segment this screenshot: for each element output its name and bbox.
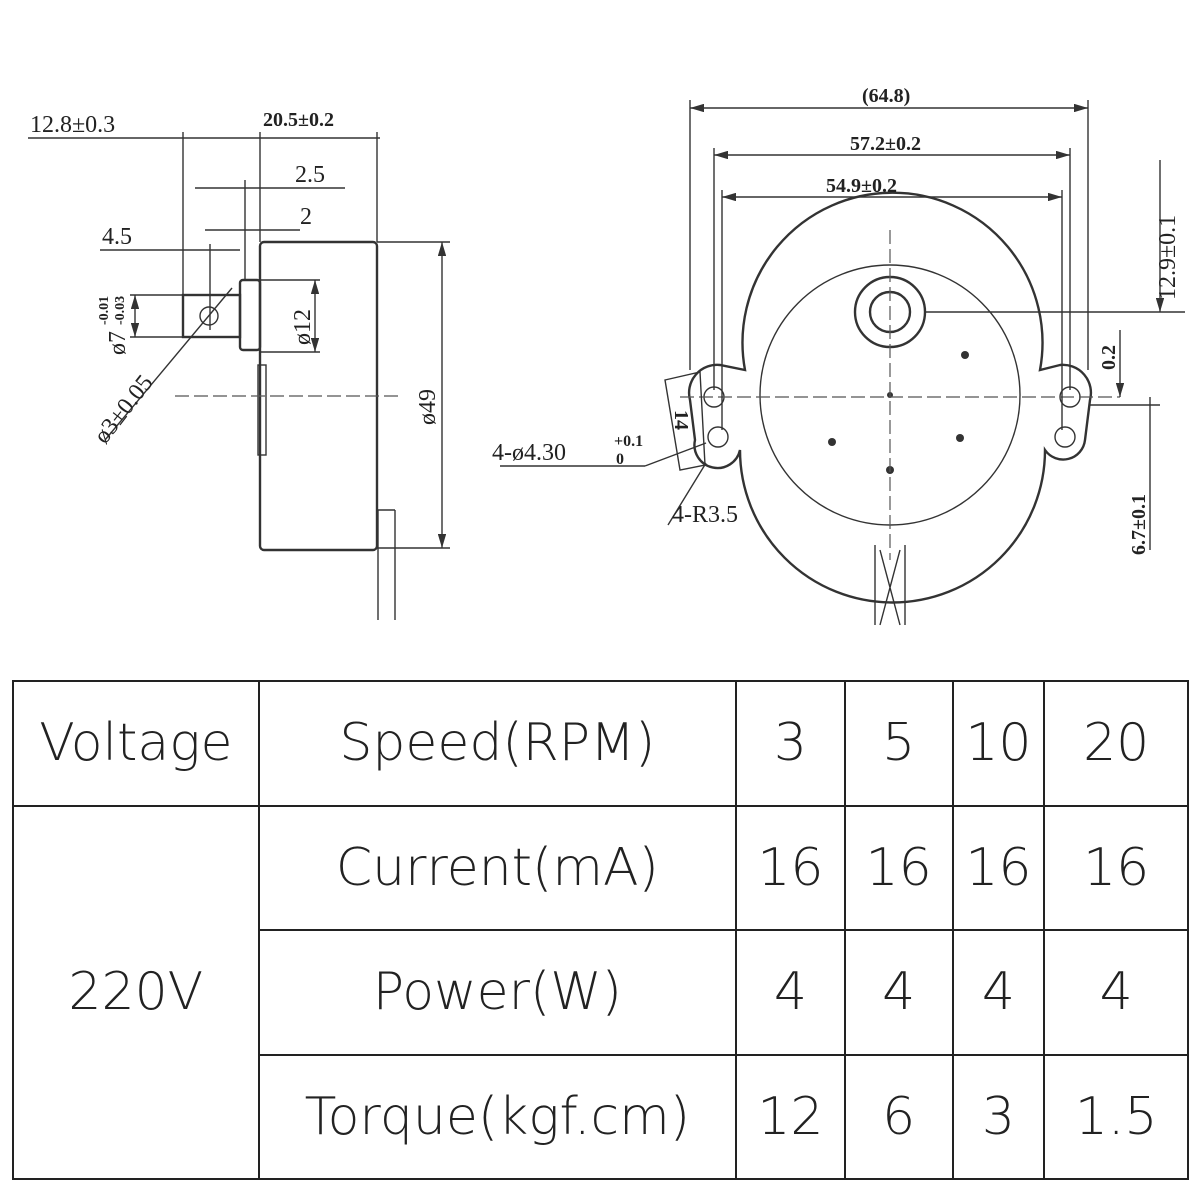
cell: 4 [951, 929, 1046, 1056]
dim-holes-tol-lower: 0 [616, 451, 624, 468]
cell: 4 [1043, 929, 1189, 1056]
speed-value: 3 [735, 680, 846, 807]
cell: 16 [1043, 804, 1189, 931]
speed-value: 20 [1043, 680, 1189, 807]
cell: 3 [951, 1053, 1046, 1180]
dim-holes-tol-upper: +0.1 [614, 433, 643, 450]
table-header-row: Voltage Speed(RPM) 3 5 10 20 [12, 680, 1189, 807]
row-label: Power(W) [257, 929, 738, 1056]
row-label: Current(mA) [257, 804, 738, 931]
side-tab [257, 364, 267, 456]
dim-2-5: 2.5 [295, 162, 325, 188]
pin-hole [199, 306, 219, 326]
dim-pin-hole: ø3±0.05 [89, 370, 158, 448]
cell: 16 [843, 804, 954, 931]
spec-table: Voltage Speed(RPM) 3 5 10 20 220V Curren… [12, 680, 1189, 1180]
mount-hole [1054, 426, 1076, 448]
cell: 6 [843, 1053, 954, 1180]
header-voltage: Voltage [12, 680, 260, 807]
cell: 16 [735, 804, 846, 931]
side-view: 12.8±0.3 20.5±0.2 2.5 2 4.5 ø7 -0.01 -0.… [28, 109, 450, 620]
dim-0-2: 0.2 [1098, 345, 1120, 370]
rivets [828, 351, 969, 474]
table-row: Power(W) 4 4 4 4 [13, 929, 1189, 1056]
front-view: (64.8) 57.2±0.2 54.9±0.2 12.9±0.1 0.2 6.… [492, 85, 1185, 626]
dim-body-dia: ø49 [415, 389, 441, 425]
dim-shaft-dia: ø7 [105, 331, 131, 355]
dim-hole-offset: 6.7±0.1 [1128, 494, 1150, 555]
cell: 4 [735, 929, 846, 1056]
dim-4-5: 4.5 [102, 224, 132, 250]
lead-wires [377, 509, 396, 620]
header-speed: Speed(RPM) [257, 680, 738, 807]
cell: 4 [843, 929, 954, 1056]
speed-value: 5 [843, 680, 954, 807]
table-row: Torque(kgf.cm) 12 6 3 1.5 [13, 1053, 1189, 1180]
row-label: Torque(kgf.cm) [257, 1053, 738, 1180]
lead-wires-front [874, 545, 906, 626]
dim-inner-holes: 54.9±0.2 [826, 175, 897, 197]
dim-outer-holes: 57.2±0.2 [850, 133, 921, 155]
cell: 12 [735, 1053, 846, 1180]
dim-shaft-offset: 12.9±0.1 [1155, 215, 1181, 300]
voltage-value: 220V [12, 804, 260, 1180]
shaft [181, 293, 242, 339]
dim-overall: (64.8) [862, 85, 910, 107]
dim-shaft-length: 12.8±0.3 [30, 112, 115, 138]
motor-technical-drawing: 12.8±0.3 20.5±0.2 2.5 2 4.5 ø7 -0.01 -0.… [28, 85, 1185, 626]
dim-radius: 4-R3.5 [672, 502, 738, 528]
dim-body-depth: 20.5±0.2 [263, 109, 334, 131]
table-row: 220V Current(mA) 16 16 16 16 [12, 804, 1189, 1180]
dim-holes: 4-ø4.30 [492, 440, 566, 466]
shaft-boss [238, 278, 262, 352]
dim-shaft-tol-upper: -0.01 [97, 296, 112, 325]
dim-shaft-tol-lower: -0.03 [113, 296, 128, 325]
cell: 1.5 [1043, 1053, 1189, 1180]
cell: 16 [951, 804, 1046, 931]
speed-value: 10 [951, 680, 1046, 807]
mount-hole [707, 426, 729, 448]
dim-boss-dia: ø12 [290, 309, 316, 345]
dim-14: 14 [670, 410, 692, 430]
dim-2: 2 [300, 204, 312, 230]
